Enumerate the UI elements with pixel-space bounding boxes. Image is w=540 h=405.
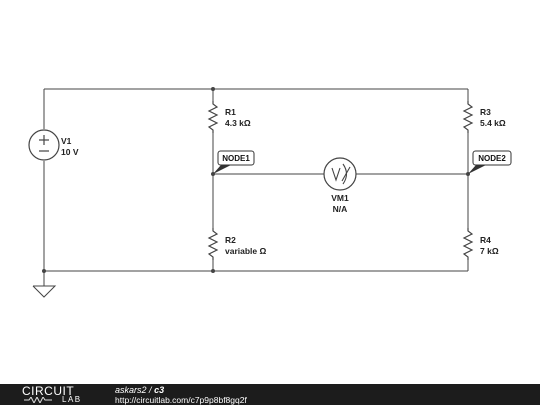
resistor-r2[interactable] [207,228,219,260]
resistor-r1[interactable] [207,101,219,133]
r1-value-label: 4.3 kΩ [225,118,251,128]
footer-circuit-name: c3 [154,385,165,395]
voltage-source-v1[interactable] [28,129,60,161]
r2-value-label: variable Ω [225,246,266,256]
r3-value-label: 5.4 kΩ [480,118,506,128]
ground-icon [32,285,57,298]
v1-value-label: 10 V [61,147,79,157]
resistor-r4[interactable] [462,228,474,260]
node1-label: NODE1 [222,154,250,163]
r4-name-label: R4 [480,235,491,245]
junction-dot [211,87,215,91]
voltmeter-vm1[interactable] [323,157,357,191]
node-flag-node2[interactable]: NODE2 [468,150,512,174]
footer-user-link[interactable]: askars2 / c3 [115,385,164,395]
footer-bar: CIRCUIT LAB askars2 / c3 http://circuitl… [0,384,540,405]
node2-label: NODE2 [478,154,506,163]
node-flag-node1[interactable]: NODE1 [213,150,255,174]
logo-circuit-text: CIRCUIT [22,384,75,398]
vm1-value-label: N/A [333,204,348,214]
junction-dot [42,269,46,273]
v1-name-label: V1 [61,136,72,146]
r1-name-label: R1 [225,107,236,117]
circuit-diagram: NODE1 NODE2 V1 10 V R1 4.3 kΩ R2 variabl… [28,87,512,298]
footer-url[interactable]: http://circuitlab.com/c7p9p8bf8gq2f [115,395,247,405]
r4-value-label: 7 kΩ [480,246,499,256]
r2-name-label: R2 [225,235,236,245]
footer-separator: / [149,385,152,395]
r3-name-label: R3 [480,107,491,117]
vm1-name-label: VM1 [331,193,349,203]
resistor-r3[interactable] [462,101,474,133]
footer-user: askars2 [115,385,147,395]
logo-lab-text: LAB [62,395,82,404]
junction-dot [211,269,215,273]
